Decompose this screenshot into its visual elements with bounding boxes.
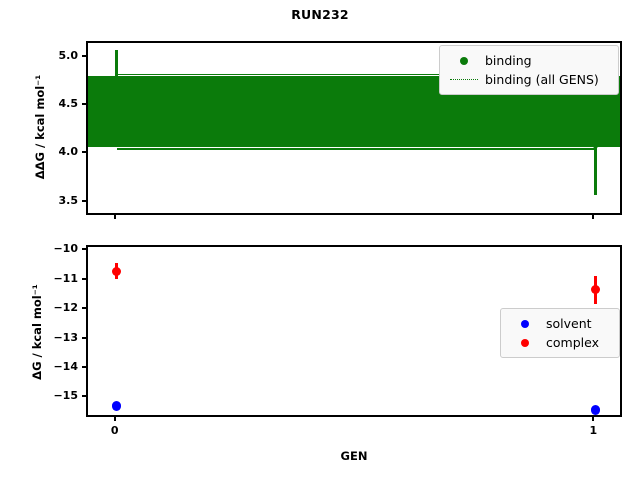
datapoint-complex-gen0 xyxy=(111,266,122,277)
legend-label-complex: complex xyxy=(546,335,599,350)
legend-item-solvent[interactable]: solvent xyxy=(508,314,611,333)
legend-item-complex[interactable]: complex xyxy=(508,333,611,352)
xtick-label-1: 1 xyxy=(589,424,598,437)
complex-marker-icon xyxy=(508,338,542,347)
datapoint-solvent-gen0 xyxy=(111,401,122,411)
ytick-label-bottom-0: −10 xyxy=(53,242,78,256)
ytick-label-bottom-1: −11 xyxy=(53,271,78,285)
bottom-panel-legend[interactable]: solvent complex xyxy=(500,308,620,358)
datapoint-complex-gen1 xyxy=(590,284,601,295)
xtick-label-0: 0 xyxy=(110,424,119,437)
ytick-mark-top-0 xyxy=(82,199,86,202)
ytick-mark-top-3 xyxy=(82,54,86,57)
ytick-mark-bottom-2 xyxy=(82,307,86,310)
ytick-label-bottom-5: −15 xyxy=(53,389,78,403)
xtick-mark-bottom-1 xyxy=(592,417,595,421)
binding-all-gens-line-0 xyxy=(116,73,596,76)
top-panel-ylabel: ΔΔG / kcal mol⁻¹ xyxy=(33,74,47,180)
ytick-label-bottom-3: −13 xyxy=(53,330,78,344)
legend-label-binding: binding xyxy=(485,53,532,68)
legend-label-binding-all-gens: binding (all GENS) xyxy=(485,72,599,87)
ytick-mark-bottom-0 xyxy=(82,248,86,251)
ytick-mark-bottom-1 xyxy=(82,277,86,280)
ytick-mark-top-2 xyxy=(82,102,86,105)
bottom-panel-plot-area xyxy=(88,247,620,415)
ytick-mark-bottom-4 xyxy=(82,366,86,369)
xaxis-label: GEN xyxy=(340,449,368,463)
ytick-mark-top-1 xyxy=(82,151,86,154)
legend-item-binding[interactable]: binding xyxy=(447,51,610,70)
ytick-label-bottom-4: −14 xyxy=(53,360,78,374)
binding-all-gens-line-icon xyxy=(447,79,481,80)
binding-marker-icon xyxy=(447,56,481,65)
top-panel-legend[interactable]: binding binding (all GENS) xyxy=(439,45,619,95)
ytick-mark-bottom-3 xyxy=(82,336,86,339)
ytick-label-top-1: 4.0 xyxy=(58,145,79,159)
ytick-label-bottom-2: −12 xyxy=(53,301,78,315)
xtick-mark-top-1 xyxy=(592,215,595,219)
datapoint-solvent-gen1 xyxy=(590,405,601,415)
binding-all-gens-line-1 xyxy=(116,148,596,150)
solvent-marker-icon xyxy=(508,319,542,328)
ytick-label-top-0: 3.5 xyxy=(58,193,79,207)
ytick-label-top-2: 4.5 xyxy=(58,96,79,110)
ytick-label-top-3: 5.0 xyxy=(58,48,79,62)
legend-label-solvent: solvent xyxy=(546,316,592,331)
ytick-mark-bottom-5 xyxy=(82,395,86,398)
figure-title: RUN232 xyxy=(291,7,349,22)
xtick-mark-bottom-0 xyxy=(113,417,116,421)
xtick-mark-top-0 xyxy=(113,215,116,219)
legend-item-binding-all-gens[interactable]: binding (all GENS) xyxy=(447,70,610,89)
